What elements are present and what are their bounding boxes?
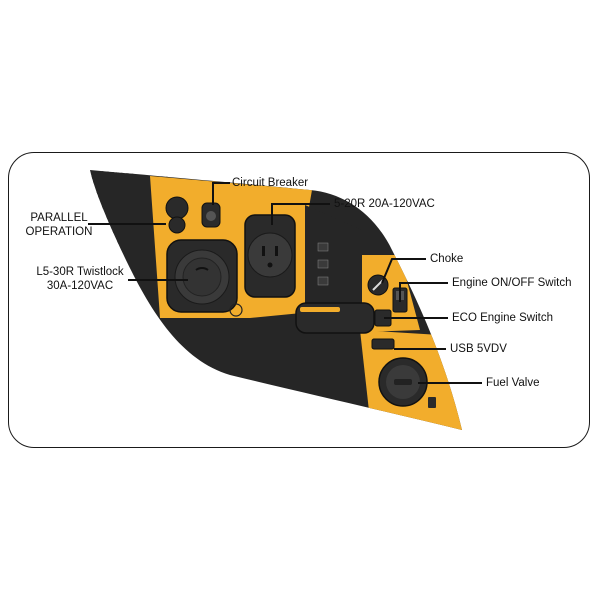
indicator-light-3	[317, 276, 329, 286]
parallel-port-top[interactable]	[165, 196, 189, 220]
parallel-port-bottom[interactable]	[168, 216, 186, 234]
label-choke: Choke	[430, 253, 464, 265]
label-usb: USB 5VDV	[450, 343, 507, 355]
outlet-ground	[267, 262, 273, 268]
outlet-gfci-icon	[229, 303, 243, 317]
fuel-valve-handle	[394, 379, 412, 385]
choke-indicator	[372, 279, 384, 291]
leader-lines	[88, 182, 482, 384]
leader-engine	[399, 282, 448, 302]
handle-grip	[300, 307, 340, 312]
outlet-slot-right	[275, 246, 278, 256]
label-fuel-valve: Fuel Valve	[486, 377, 540, 389]
label-twistlock: L5-30R Twistlock 30A-120VAC	[36, 266, 124, 292]
black-mid-section	[305, 205, 362, 332]
leader-5-20r	[271, 203, 330, 225]
label-engine-switch: Engine ON/OFF Switch	[452, 277, 572, 289]
breaker-knob	[206, 211, 216, 221]
indicator-light-2	[317, 259, 329, 269]
indicator-light-1	[317, 242, 329, 252]
label-eco-switch: ECO Engine Switch	[452, 312, 553, 324]
twistlock-inner	[182, 257, 222, 297]
label-circuit-breaker: Circuit Breaker	[232, 177, 309, 189]
leader-breaker	[212, 182, 230, 205]
outlet-slot-left	[262, 246, 265, 256]
outlet-face	[247, 232, 293, 278]
label-5-20r: 5-20R 20A-120VAC	[334, 198, 435, 210]
fuel-pump-icon	[428, 397, 436, 408]
twistlock-slot	[195, 267, 209, 271]
leader-choke	[381, 258, 426, 284]
usb-port[interactable]	[371, 338, 395, 350]
label-parallel-operation: PARALLEL OPERATION	[25, 212, 93, 238]
